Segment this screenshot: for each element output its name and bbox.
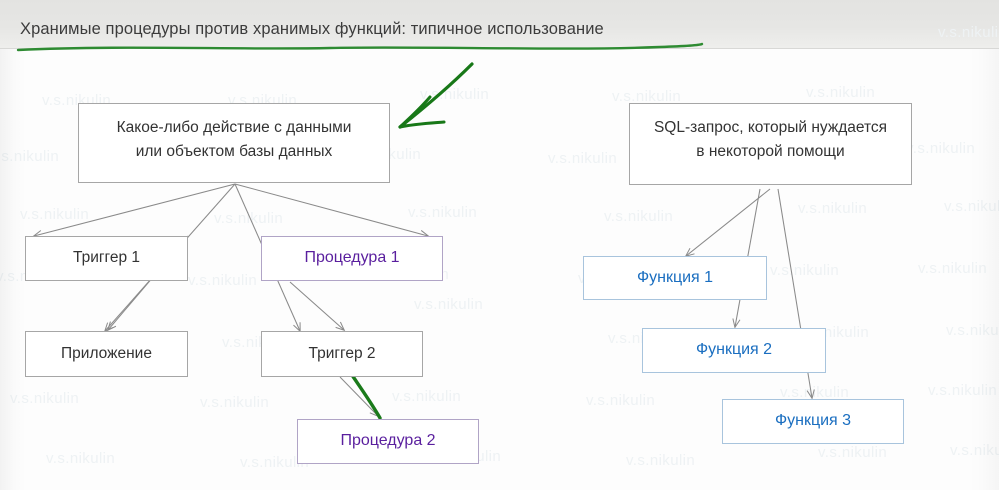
top-bar bbox=[0, 0, 999, 48]
watermark-text: v.s.nikulin bbox=[906, 140, 976, 157]
watermark-text: v.s.nikulin bbox=[604, 208, 674, 225]
node-trigger-2[interactable]: Триггер 2 bbox=[261, 331, 423, 377]
arrow-procedure1-to-trigger2 bbox=[289, 281, 346, 332]
node-function-2[interactable]: Функция 2 bbox=[642, 328, 826, 373]
watermark-text: v.s.nikulin bbox=[420, 86, 490, 103]
arrow-root-to-trigger1 bbox=[32, 183, 236, 238]
watermark-text: v.s.nikulin bbox=[918, 260, 988, 277]
top-bar-divider bbox=[0, 48, 999, 49]
watermark-text: v.s.nikulin bbox=[414, 296, 484, 313]
node-procedure-2[interactable]: Процедура 2 bbox=[297, 419, 479, 464]
watermark-text: v.s.nikulin bbox=[946, 322, 999, 339]
arrow-trigger2-to-procedure2 bbox=[339, 376, 380, 418]
watermark-text: v.s.nikulin bbox=[586, 392, 656, 409]
node-function-1[interactable]: Функция 1 bbox=[583, 256, 767, 300]
watermark-text: v.s.nikulin bbox=[392, 388, 462, 405]
watermark-text: v.s.nikulin bbox=[798, 200, 868, 217]
node-left-root-line2: или объектом базы данных bbox=[135, 143, 333, 161]
watermark-text: v.s.nikulin bbox=[770, 262, 840, 279]
watermark-text: v.s.nikulin bbox=[626, 452, 696, 469]
node-application[interactable]: Приложение bbox=[25, 331, 188, 377]
watermark-text: v.s.nikulin bbox=[214, 210, 284, 227]
watermark-text: v.s.nikulin bbox=[20, 206, 90, 223]
watermark-text: v.s.nikulin bbox=[0, 148, 60, 165]
node-procedure-2-label: Процедура 2 bbox=[340, 432, 436, 450]
watermark-text: v.s.nikulin bbox=[950, 442, 999, 459]
arrow-root-to-procedure1 bbox=[234, 183, 430, 238]
node-right-root-line2: в некоторой помощи bbox=[696, 143, 845, 161]
watermark-text: v.s.nikulin bbox=[928, 382, 998, 399]
watermark-text: v.s.nikulin bbox=[10, 390, 80, 407]
watermark-text: v.s.nikulin bbox=[806, 84, 876, 101]
green-annotation-stroke-2 bbox=[350, 373, 382, 420]
page-title: Хранимые процедуры против хранимых функц… bbox=[20, 20, 604, 38]
watermark-text: v.s.nikulin bbox=[944, 198, 999, 215]
watermark-text: v.s.nikulin bbox=[200, 394, 270, 411]
node-trigger-1-label: Триггер 1 bbox=[72, 249, 140, 267]
node-left-root-line1: Какое-либо действие с данными bbox=[116, 119, 352, 136]
watermark-text: v.s.nikulin bbox=[818, 444, 888, 461]
node-procedure-1-label: Процедура 1 bbox=[304, 249, 400, 267]
node-function-2-label: Функция 2 bbox=[695, 341, 773, 359]
node-right-root-line1: SQL-запрос, который нуждается bbox=[653, 119, 888, 136]
node-trigger-2-label: Триггер 2 bbox=[308, 344, 376, 362]
node-trigger-1[interactable]: Триггер 1 bbox=[25, 236, 188, 281]
right-edge-shadow bbox=[969, 49, 999, 490]
node-function-3[interactable]: Функция 3 bbox=[722, 399, 904, 444]
watermark-text: v.s.nikulin bbox=[548, 150, 618, 167]
node-right-root[interactable]: SQL-запрос, который нуждается в некоторо… bbox=[629, 103, 912, 185]
green-annotation-arrow bbox=[398, 62, 474, 129]
node-function-3-label: Функция 3 bbox=[774, 412, 852, 430]
left-edge-shadow bbox=[0, 49, 26, 490]
watermark-text: v.s.nikulin bbox=[188, 272, 258, 289]
watermark-text: v.s.nikulin bbox=[408, 204, 478, 221]
node-procedure-1[interactable]: Процедура 1 bbox=[261, 236, 443, 281]
node-left-root[interactable]: Какое-либо действие с данными или объект… bbox=[78, 103, 390, 183]
arrow-sql-to-function1 bbox=[684, 188, 771, 258]
node-application-label: Приложение bbox=[61, 344, 152, 362]
watermark-text: v.s.nikulin bbox=[46, 450, 116, 467]
node-function-1-label: Функция 1 bbox=[636, 268, 714, 286]
